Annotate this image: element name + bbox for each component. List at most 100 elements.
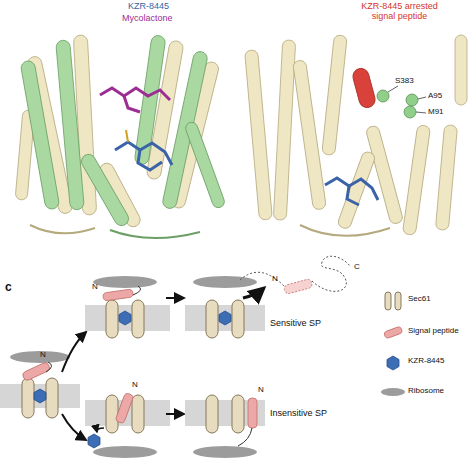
stage-insensitive-1-part [166, 413, 184, 415]
arrested-structure-part [455, 35, 467, 105]
ligand-label: KZR-8445 [128, 1, 169, 11]
stage-sensitive-2-part [206, 300, 218, 338]
legend-icons-part [385, 292, 391, 310]
stage-initial-part [22, 361, 51, 381]
legend-icons [381, 292, 405, 396]
stage-sensitive-2-part [185, 305, 265, 331]
stage-initial [0, 332, 86, 440]
overlay-structure-part [79, 152, 131, 228]
stage-sensitive-2-part [312, 256, 350, 291]
stage-sensitive-2-part [193, 276, 257, 288]
stage-initial-part [0, 384, 80, 408]
legend-icons-part [387, 356, 399, 370]
arrested-structure-part [416, 112, 426, 113]
terminus-label: N [272, 274, 278, 283]
stage-sensitive-2-part [219, 311, 231, 325]
stage-sensitive-2-part [232, 300, 244, 338]
arrested-structure-part [325, 178, 378, 200]
stage-insensitive-2 [185, 395, 265, 458]
overlay-structure-part [124, 96, 140, 112]
stage-sensitive-1-part [103, 289, 134, 301]
stage-sensitive-1-part [106, 300, 118, 338]
stage-initial-part [34, 389, 46, 403]
stage-sensitive-2-part [240, 272, 284, 286]
overlay-structure-part [20, 60, 60, 210]
arrested-structure-part [435, 125, 457, 231]
stage-insensitive-1-part [106, 395, 118, 433]
overlay-structure-part [184, 121, 226, 210]
stage-sensitive-2-part [283, 279, 312, 295]
legend-icons-part [381, 388, 405, 396]
legend-text: Ribosome [408, 386, 444, 395]
stage-insensitive-2-part [248, 398, 257, 428]
stage-sensitive-1-part [132, 300, 144, 338]
overlay-structure-part [138, 150, 162, 170]
arrested-structure-part [293, 60, 327, 210]
overlay-structure-part [115, 142, 172, 165]
ligand-label: Mycolactone [122, 13, 173, 23]
arrested-structure-part [322, 35, 347, 156]
stage-initial-part [10, 351, 70, 363]
stage-sensitive-1-part [119, 311, 131, 325]
stage-insensitive-1 [85, 393, 184, 458]
overlay-structure-part [110, 230, 200, 238]
residue-label: M91 [428, 107, 444, 116]
arrested-structure-part [300, 225, 390, 236]
arrested-structure-part [418, 97, 426, 99]
stage-sensitive-1-part [133, 286, 141, 295]
stage-initial-part [46, 362, 52, 372]
terminus-label: N [92, 282, 98, 291]
stage-insensitive-1-part [97, 428, 104, 432]
arrested-structure-part [402, 125, 430, 236]
arrested-structure-part [377, 90, 389, 102]
arrested-structure-part [365, 125, 403, 225]
stage-initial-part [46, 378, 58, 418]
arrested-structure-part [351, 67, 377, 110]
arrested-structure-part [273, 40, 295, 220]
arrested-structure-part [406, 94, 418, 106]
residue-label: A95 [428, 91, 442, 100]
arrested-structure-part [245, 50, 273, 220]
legend-icons-part [395, 292, 401, 310]
arrested-structure-part [337, 150, 377, 230]
overlay-structure-part [100, 88, 170, 100]
stage-insensitive-2-part [206, 395, 218, 433]
stage-insensitive-2-part [193, 446, 257, 458]
overlay-structure-part [56, 40, 85, 211]
stage-sensitive-2-part [243, 288, 264, 298]
panel-letter: c [5, 281, 12, 295]
legend-text: Sec61 [408, 294, 431, 303]
stage-sensitive-1-part [85, 305, 170, 331]
stage-insensitive-2-part [238, 428, 252, 446]
outcome-label: Insensitive SP [270, 408, 327, 418]
legend-icons-part [384, 326, 403, 339]
terminus-label: N [132, 380, 138, 389]
arrested-structure-part [388, 86, 398, 92]
stage-insensitive-1-part [115, 393, 134, 424]
terminus-label: C [354, 262, 360, 271]
overlay-structure-part [126, 130, 128, 142]
stage-initial-part [62, 414, 86, 440]
stage-insensitive-2-part [232, 395, 244, 433]
overlay-structure-part [162, 50, 209, 209]
overlay-structure [15, 35, 226, 238]
overlay-structure-part [30, 225, 95, 233]
stage-insensitive-1-part [132, 395, 144, 433]
stage-sensitive-1 [85, 276, 184, 338]
terminus-label: N [40, 350, 46, 359]
stage-initial-part [22, 378, 34, 418]
arrested-structure-part [347, 186, 359, 205]
legend-text: Signal peptide [408, 326, 459, 335]
residue-label: S383 [395, 76, 414, 85]
terminus-label: N [258, 385, 264, 394]
peptide-label: KZR-8445 arrested signal peptide [352, 1, 447, 22]
arrested-structure-part [404, 106, 416, 118]
stage-insensitive-1-part [93, 446, 157, 458]
stage-sensitive-1-part [93, 276, 157, 288]
legend-text: KZR-8445 [408, 356, 444, 365]
arrested-structure [245, 35, 467, 236]
stage-sensitive-1-part [166, 297, 184, 299]
stage-sensitive-2 [185, 256, 350, 338]
